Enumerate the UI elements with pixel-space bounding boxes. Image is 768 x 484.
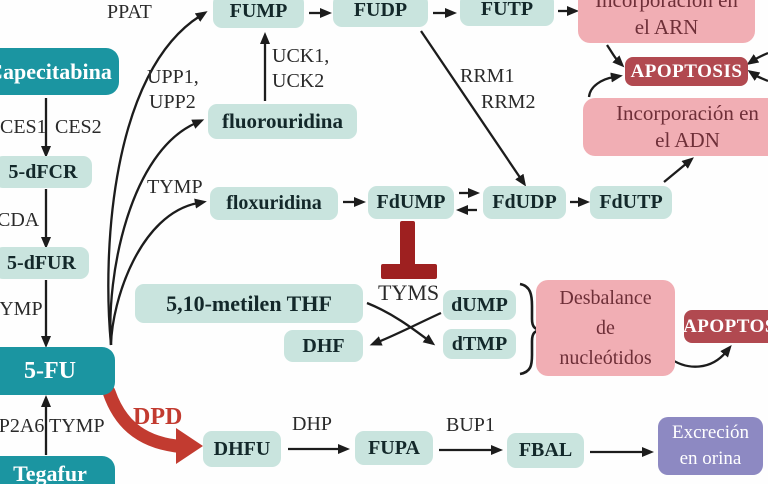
adn-line-1: Incorporación en [616, 101, 759, 125]
arrow-fdutp-adn [663, 157, 694, 183]
enzyme-ces2: CES2 [55, 116, 102, 138]
arrow-5fu-floxuridina [109, 198, 207, 346]
enzyme-uck1: UCK1, [272, 45, 330, 67]
arrow-5fu-fluorouridina [109, 119, 205, 346]
arn-line-1: Incorporación en [595, 0, 738, 12]
node-tegafur: Tegafur [0, 456, 115, 484]
arrow-right-apoptosis-lower [747, 70, 768, 83]
arrow-right-apoptosis-upper [746, 51, 768, 65]
arrow-5fu-fump [107, 11, 208, 346]
node-fupa: FUPA [355, 431, 433, 465]
node-dump: dUMP [443, 290, 516, 320]
enzyme-ppat: PPAT [107, 1, 152, 23]
node-5dfur: 5-dFUR [0, 247, 89, 279]
node-fudp: FUDP [333, 0, 428, 27]
node-futp: FUTP [460, 0, 554, 26]
node-metilen-thf: 5,10-metilen THF [135, 284, 363, 323]
node-floxuridina: floxuridina [210, 187, 338, 220]
desbalance-line-1: Desbalance [559, 287, 652, 309]
enzyme-tymp-bottom: TYMP [49, 415, 105, 437]
node-fdutp: FdUTP [590, 186, 672, 219]
node-apoptosis-top: APOPTOSIS [625, 57, 748, 86]
arrow-dump-dhf [369, 311, 442, 346]
node-fdump: FdUMP [368, 186, 454, 219]
arrow-thf-dtmp [366, 301, 436, 346]
arn-line-2: el ARN [634, 15, 699, 39]
enzyme-ces1: CES1 [0, 116, 47, 138]
node-incorporacion-adn: Incorporación en el ADN [583, 98, 768, 156]
arrow-desbalance-apoptosis [667, 345, 732, 368]
arrow-adn-apoptosis [587, 72, 623, 98]
node-5fu: 5-FU [0, 347, 115, 395]
desbalance-line-2: de [596, 317, 615, 339]
node-incorporacion-arn: Incorporación en el ARN [578, 0, 755, 43]
enzyme-dhp: DHP [292, 413, 333, 435]
enzyme-dpd: DPD [133, 404, 183, 430]
enzyme-tymp-mid: TYMP [147, 176, 203, 198]
enzyme-bup1: BUP1 [446, 414, 495, 436]
node-apoptosis-right: APOPTOSIS [683, 310, 768, 343]
black-arrows [41, 6, 768, 457]
enzyme-cyp2a6: CYP2A6 [0, 415, 45, 437]
enzyme-uck2: UCK2 [272, 70, 325, 92]
node-desbalance-nucleotidos: Desbalance de nucleótidos [536, 280, 675, 376]
node-5dfcr: 5-dFCR [0, 156, 92, 188]
node-fluorouridina: fluorouridina [208, 104, 357, 139]
node-fbal: FBAL [507, 433, 584, 468]
adn-line-2: el ADN [655, 128, 720, 152]
enzyme-tymp-left: TYMP [0, 298, 43, 320]
desbalance-line-3: nucleótidos [559, 347, 652, 369]
excrecion-line-1: Excreción [671, 422, 749, 443]
enzyme-rrm1: RRM1 [460, 65, 515, 87]
excrecion-line-2: en orina [679, 448, 742, 469]
enzyme-upp1: UPP1, [147, 66, 199, 88]
arrow-arn-apoptosis [606, 44, 625, 68]
node-fdudp: FdUDP [483, 186, 566, 219]
node-dtmp: dTMP [443, 329, 516, 359]
arrow-fudp-fdudp [420, 30, 527, 187]
enzyme-tyms: TYMS [378, 280, 440, 305]
dpd-arrow [102, 385, 203, 464]
node-dhf: DHF [284, 330, 363, 362]
node-dhfu: DHFU [203, 431, 281, 467]
node-capecitabina: Capecitabina [0, 48, 119, 95]
node-excrecion-orina: Excreción en orina [658, 417, 763, 475]
enzyme-upp2: UPP2 [149, 91, 196, 113]
node-fump: FUMP [213, 0, 304, 28]
enzyme-rrm2: RRM2 [481, 91, 536, 113]
enzyme-cda: CDA [0, 209, 40, 231]
tyms-inhibition-bar [381, 221, 437, 279]
